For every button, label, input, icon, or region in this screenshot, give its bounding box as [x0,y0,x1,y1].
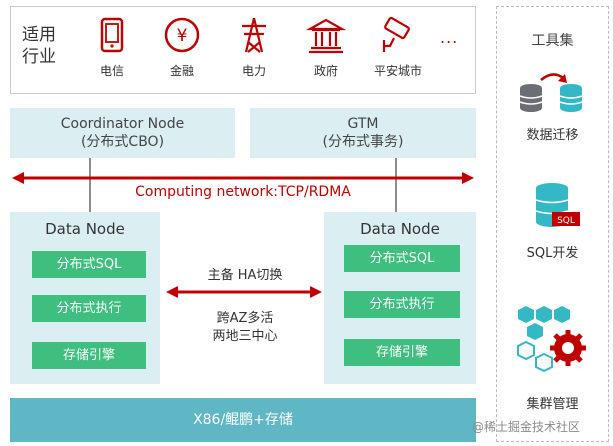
more-industries-ellipsis: ... [440,28,459,47]
gtm-node-subtitle: (分布式事务) [322,134,404,150]
toolset-title: 工具集 [531,33,574,49]
network-label: Computing network:TCP/RDMA [135,184,351,200]
cluster-management-icon [517,306,586,373]
ha-switch-label: 主备 HA切换 [207,268,283,283]
government-building-icon [306,18,346,54]
tool-cluster-mgmt-label: 集群管理 [526,397,579,412]
tool-data-migration-label: 数据迁移 [526,128,579,143]
surveillance-camera-icon [382,16,410,52]
coordinator-node-title: Coordinator Node [60,116,185,132]
ha-double-arrow [166,286,322,298]
module-distributed-sql: 分布式SQL [344,245,460,272]
module-distributed-sql: 分布式SQL [32,251,146,278]
industry-government: 政府 [294,14,358,84]
gtm-node-title: GTM [347,116,379,132]
watermark: @稀土掘金技术社区 [472,420,581,434]
module-distributed-exec: 分布式执行 [32,295,146,322]
coordinator-node-subtitle: (分布式CBO) [80,134,165,150]
industry-power: 电力 [222,14,286,84]
gtm-node: GTM (分布式事务) [250,108,476,158]
tablet-icon [100,17,124,53]
data-node-left-title: Data Node [45,220,125,238]
industry-finance: ¥ 金融 [150,14,214,84]
industry-telecom: 电信 [80,14,144,84]
sql-badge: SQL [557,216,575,226]
coordinator-node: Coordinator Node (分布式CBO) [10,108,235,158]
industry-label: 适用行业 [22,25,56,67]
industry-name: 金融 [169,64,194,78]
industry-safe-city: 平安城市 [366,14,430,84]
data-node-right-title: Data Node [360,220,440,238]
data-migration-icon [519,73,583,112]
industry-name: 平安城市 [373,64,422,78]
ha-multi-az-label: 跨AZ多活 [216,311,274,326]
industry-name: 电信 [99,64,124,78]
power-tower-icon [242,17,266,53]
module-distributed-exec: 分布式执行 [344,291,460,318]
module-storage-engine: 存储引擎 [32,342,146,369]
industry-name: 电力 [241,64,266,78]
module-storage-engine: 存储引擎 [344,339,460,366]
svg-text:¥: ¥ [177,26,188,46]
sql-database-icon: SQL [535,183,580,227]
ha-three-center-label: 两地三中心 [212,329,278,344]
hardware-bar: X86/鲲鹏+存储 [10,398,476,442]
tool-sql-dev-label: SQL开发 [526,246,579,261]
network-double-arrow [12,172,474,184]
industry-name: 政府 [313,64,338,78]
yen-coin-icon: ¥ [164,17,200,53]
